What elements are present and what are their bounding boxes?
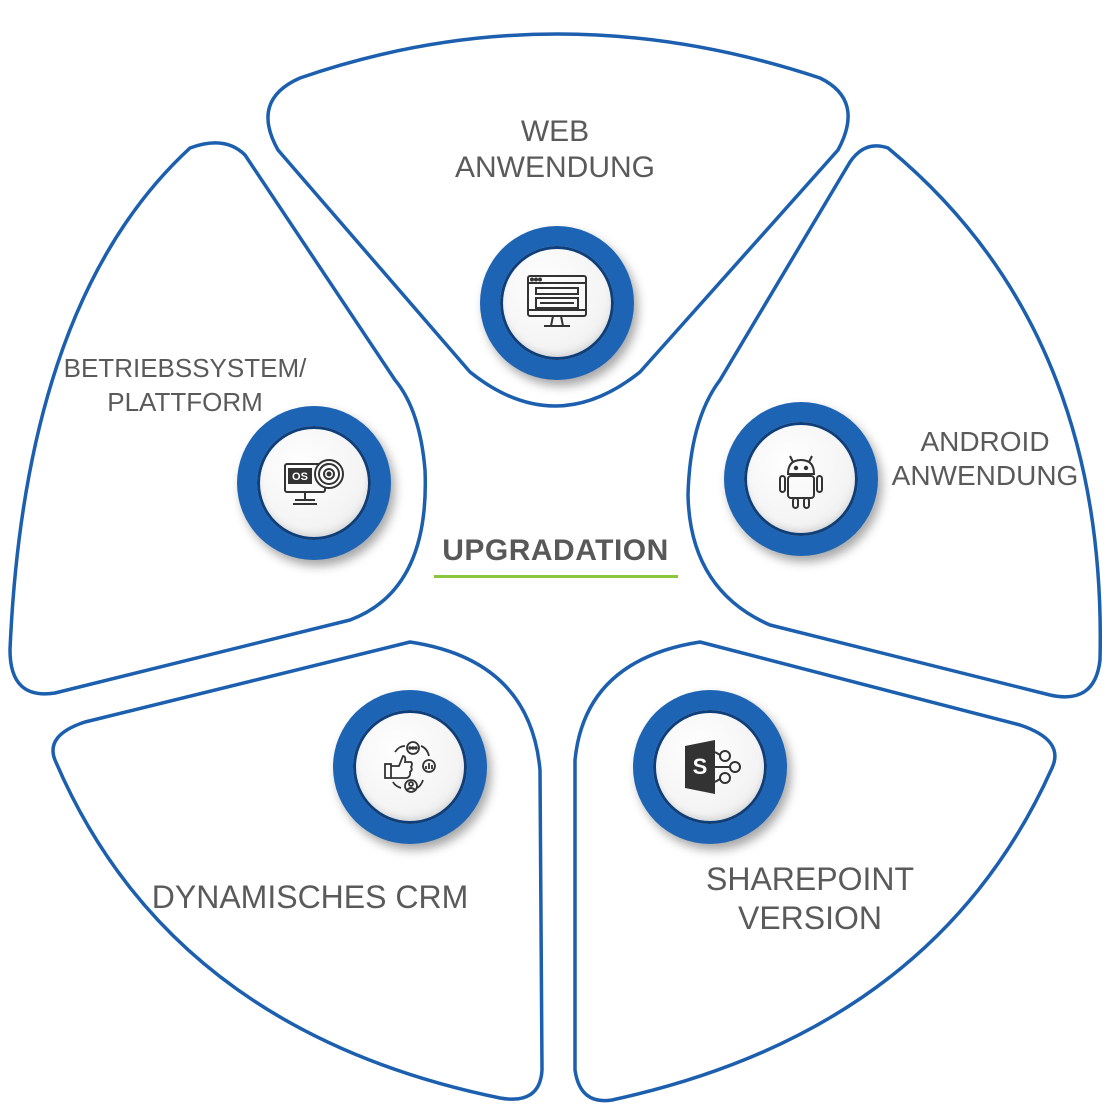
crm-icon-badge (333, 690, 487, 844)
label-line: DYNAMISCHES CRM (151, 879, 469, 915)
segment-crm (51, 640, 544, 1101)
sharepoint-icon: S (685, 740, 741, 794)
svg-text:OS: OS (292, 471, 308, 483)
label-web-anwendung: WEB ANWENDUNG (400, 114, 710, 186)
android-icon (779, 455, 823, 509)
segment-web (266, 32, 850, 408)
os-icon-badge: OS (237, 406, 391, 560)
android-icon-badge (724, 402, 878, 556)
label-line: ANWENDUNG (891, 459, 1079, 491)
label-betriebssystem-plattform: BETRIEBSSYSTEM/ PLATTFORM (40, 352, 330, 420)
web-monitor-icon (527, 275, 587, 327)
label-dynamisches-crm: DYNAMISCHES CRM (110, 878, 510, 916)
label-line: PLATTFORM (107, 386, 263, 417)
label-line: ANWENDUNG (455, 151, 655, 184)
sharepoint-icon-badge: S (633, 690, 787, 844)
crm-icon (384, 741, 436, 793)
center-title-underline (434, 575, 678, 578)
label-android-anwendung: ANDROID ANWENDUNG (880, 425, 1090, 492)
os-monitor-icon: OS (284, 459, 344, 505)
segment-android (686, 144, 1103, 699)
label-line: VERSION (737, 900, 883, 937)
label-line: WEB (520, 115, 590, 148)
label-line: BETRIEBSSYSTEM/ (63, 353, 307, 383)
label-line: ANDROID (920, 426, 1050, 457)
svg-text:S: S (693, 754, 708, 779)
center-title: UPGRADATION (442, 534, 669, 567)
label-line: SHAREPOINT (705, 861, 915, 897)
web-icon-badge (480, 226, 634, 380)
label-sharepoint-version: SHAREPOINT VERSION (660, 860, 960, 938)
